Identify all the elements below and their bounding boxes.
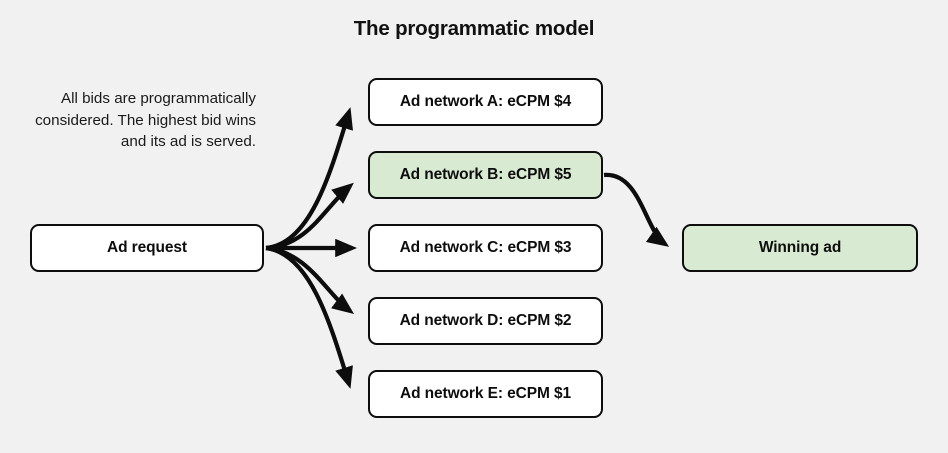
node-winning-ad-label: Winning ad [758, 239, 842, 257]
node-network-b[interactable]: Ad network B: eCPM $5 [368, 151, 603, 199]
node-network-a-label: Ad network A: eCPM $4 [399, 93, 572, 111]
edge-ad-request-to-network-a [265, 107, 353, 251]
node-network-d[interactable]: Ad network D: eCPM $2 [368, 297, 603, 345]
edge-ad-request-to-network-d [265, 245, 355, 315]
node-ad-request-label: Ad request [107, 239, 187, 257]
node-network-d-label: Ad network D: eCPM $2 [399, 312, 572, 330]
diagram-caption: All bids are programmatically considered… [35, 90, 256, 150]
node-network-e[interactable]: Ad network E: eCPM $1 [368, 370, 603, 418]
edge-network-b-to-winning-ad [603, 172, 670, 247]
node-network-c-label: Ad network C: eCPM $3 [399, 239, 572, 257]
edge-ad-request-to-network-e [265, 245, 353, 389]
node-network-c[interactable]: Ad network C: eCPM $3 [368, 224, 603, 272]
node-winning-ad[interactable]: Winning ad [682, 224, 918, 272]
node-ad-request[interactable]: Ad request [30, 224, 264, 272]
node-network-b-label: Ad network B: eCPM $5 [399, 166, 572, 184]
page-title: The programmatic model [353, 17, 595, 40]
node-network-a[interactable]: Ad network A: eCPM $4 [368, 78, 603, 126]
edge-ad-request-to-network-b [265, 182, 354, 251]
node-network-e-label: Ad network E: eCPM $1 [399, 385, 572, 403]
